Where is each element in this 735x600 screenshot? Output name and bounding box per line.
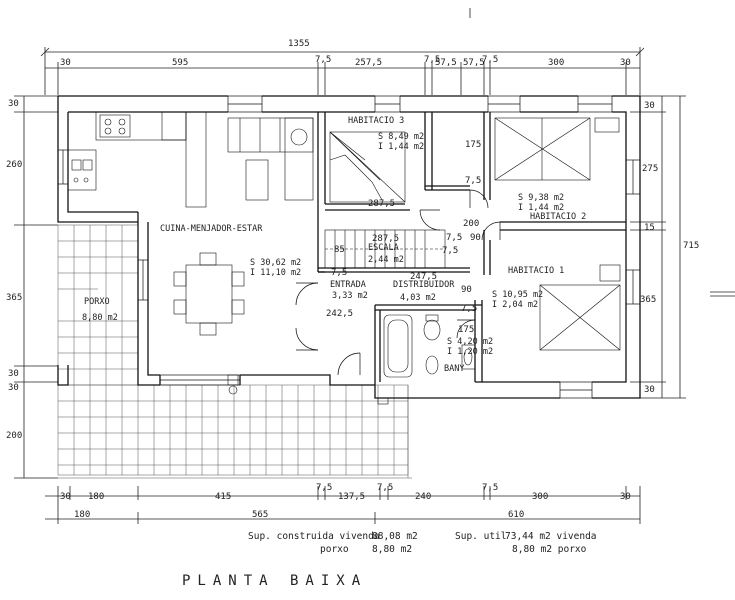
dim-bottom-1: 180 bbox=[88, 492, 104, 502]
dim-bottom2-0: 180 bbox=[74, 510, 90, 520]
label-hab2-name: HABITACIO 2 bbox=[530, 212, 586, 222]
dim-inner-11: 90 bbox=[461, 285, 472, 295]
label-hab2-i: I 1,44 m2 bbox=[518, 203, 564, 213]
bedroom-furniture bbox=[329, 117, 621, 351]
staircase bbox=[324, 229, 446, 269]
dim-inner-9: 247,5 bbox=[410, 272, 437, 282]
dim-bottom2-2: 610 bbox=[508, 510, 524, 520]
dim-right-3: 365 bbox=[640, 295, 656, 305]
dim-bottom-7: 7,5 bbox=[482, 483, 498, 493]
label-porxo-name: PORXO bbox=[84, 297, 110, 307]
windows bbox=[57, 95, 641, 399]
plan-title: PLANTA BAIXA bbox=[182, 573, 367, 589]
label-escala-name: ESCALA bbox=[368, 243, 399, 253]
label-distribuidor-s: 4,03 m2 bbox=[400, 293, 436, 303]
label-hab1-name: HABITACIO 1 bbox=[508, 266, 564, 276]
doors bbox=[295, 189, 501, 376]
dim-bottom-6: 240 bbox=[415, 492, 431, 502]
top-dimension-chains bbox=[40, 47, 645, 95]
dim-bottom-8: 300 bbox=[532, 492, 548, 502]
kitchen-furniture bbox=[67, 111, 207, 208]
label-bany-i: I 1,20 m2 bbox=[447, 347, 493, 357]
dim-left-3: 30 bbox=[8, 369, 19, 379]
living-furniture bbox=[173, 117, 314, 336]
label-entrada-name: ENTRADA bbox=[330, 280, 366, 290]
dim-inner-3: 7,5 bbox=[446, 233, 462, 243]
label-bany-name: BANY bbox=[444, 364, 464, 374]
dim-top-7: 7,5 bbox=[482, 55, 498, 65]
dim-left-2: 365 bbox=[6, 293, 22, 303]
label-cuina-s: S 30,62 m2 bbox=[250, 258, 301, 268]
dim-top-3: 257,5 bbox=[355, 58, 382, 68]
dim-inner-4: 90 bbox=[470, 233, 481, 243]
dim-inner-14: 7,5 bbox=[442, 246, 458, 256]
bathroom-fixtures bbox=[227, 314, 476, 405]
left-dimension-chain bbox=[14, 95, 58, 479]
porch-tiling bbox=[20, 224, 412, 479]
dim-inner-10: 242,5 bbox=[326, 309, 353, 319]
right-dimension-chain bbox=[630, 95, 735, 399]
dim-top-5: 57,5 bbox=[435, 58, 457, 68]
sup-util-label: Sup. util bbox=[455, 531, 506, 542]
dim-left-0: 30 bbox=[8, 99, 19, 109]
dim-bottom-9: 30 bbox=[620, 492, 631, 502]
dim-top-1: 595 bbox=[172, 58, 188, 68]
dim-bottom-5: 7,5 bbox=[377, 483, 393, 493]
label-entrada-s: 3,33 m2 bbox=[332, 291, 368, 301]
dim-left-5: 200 bbox=[6, 431, 22, 441]
dim-right-total: 715 bbox=[683, 241, 699, 251]
dim-right-0: 30 bbox=[644, 101, 655, 111]
sup-util-vivenda: 73,44 m2 vivenda bbox=[505, 531, 597, 542]
dim-top-9: 30 bbox=[620, 58, 631, 68]
walls bbox=[57, 95, 641, 399]
label-porxo-s: 8,80 m2 bbox=[82, 313, 118, 323]
dim-bottom-2: 415 bbox=[215, 492, 231, 502]
sup-construida-label: Sup. construida vivenda bbox=[248, 531, 380, 542]
label-escala-s: 2,44 m2 bbox=[368, 255, 404, 265]
dim-inner-1: 7,5 bbox=[465, 176, 481, 186]
dim-inner-12: 7,5 bbox=[461, 304, 477, 314]
dim-top-4: 7,5 bbox=[424, 55, 440, 65]
sup-construida-vivenda: 88,08 m2 bbox=[372, 531, 418, 542]
dim-bottom2-1: 565 bbox=[252, 510, 268, 520]
label-hab3-name: HABITACIO 3 bbox=[348, 116, 404, 126]
dim-right-1: 275 bbox=[642, 164, 658, 174]
dim-bottom-3: 7,5 bbox=[316, 483, 332, 493]
label-bany-s: S 4,20 m2 bbox=[447, 337, 493, 347]
label-cuina-name: CUINA-MENJADOR-ESTAR bbox=[160, 224, 263, 234]
label-cuina-i: I 11,10 m2 bbox=[250, 268, 301, 278]
label-hab2-s: S 9,38 m2 bbox=[518, 193, 564, 203]
dim-right-4: 30 bbox=[644, 385, 655, 395]
dim-inner-8: 7,5 bbox=[331, 268, 347, 278]
sup-util-porxo: 8,80 m2 porxo bbox=[512, 544, 587, 555]
sup-construida-porxo: 8,80 m2 bbox=[372, 544, 412, 555]
label-hab3-i: I 1,44 m2 bbox=[378, 142, 424, 152]
dim-left-4: 30 bbox=[8, 383, 19, 393]
dim-top-2: 7,5 bbox=[315, 55, 331, 65]
label-hab3-s: S 8,49 m2 bbox=[378, 132, 424, 142]
dim-inner-7: 287,5 bbox=[372, 234, 399, 244]
label-distribuidor-name: DISTRIBUIDOR bbox=[393, 280, 455, 290]
dim-left-1: 260 bbox=[6, 160, 22, 170]
dim-total-top: 1355 bbox=[288, 39, 310, 49]
dim-top-0: 30 bbox=[60, 58, 71, 68]
dim-top-8: 300 bbox=[548, 58, 564, 68]
dim-inner-13: 175 bbox=[458, 325, 474, 335]
dim-inner-6: 287,5 bbox=[368, 199, 395, 209]
label-hab1-i: I 2,04 m2 bbox=[492, 300, 538, 310]
sup-porxo-label: porxo bbox=[320, 544, 349, 555]
dim-bottom-0: 30 bbox=[60, 492, 71, 502]
dim-inner-2: 200 bbox=[463, 219, 479, 229]
dim-bottom-4: 137,5 bbox=[338, 492, 365, 502]
bottom-dimension-chains bbox=[45, 486, 641, 524]
label-hab1-s: S 10,95 m2 bbox=[492, 290, 543, 300]
dim-inner-0: 175 bbox=[465, 140, 481, 150]
dim-inner-5: 85 bbox=[334, 245, 345, 255]
dim-top-6: 57,5 bbox=[463, 58, 485, 68]
dim-right-2: 15 bbox=[644, 223, 655, 233]
